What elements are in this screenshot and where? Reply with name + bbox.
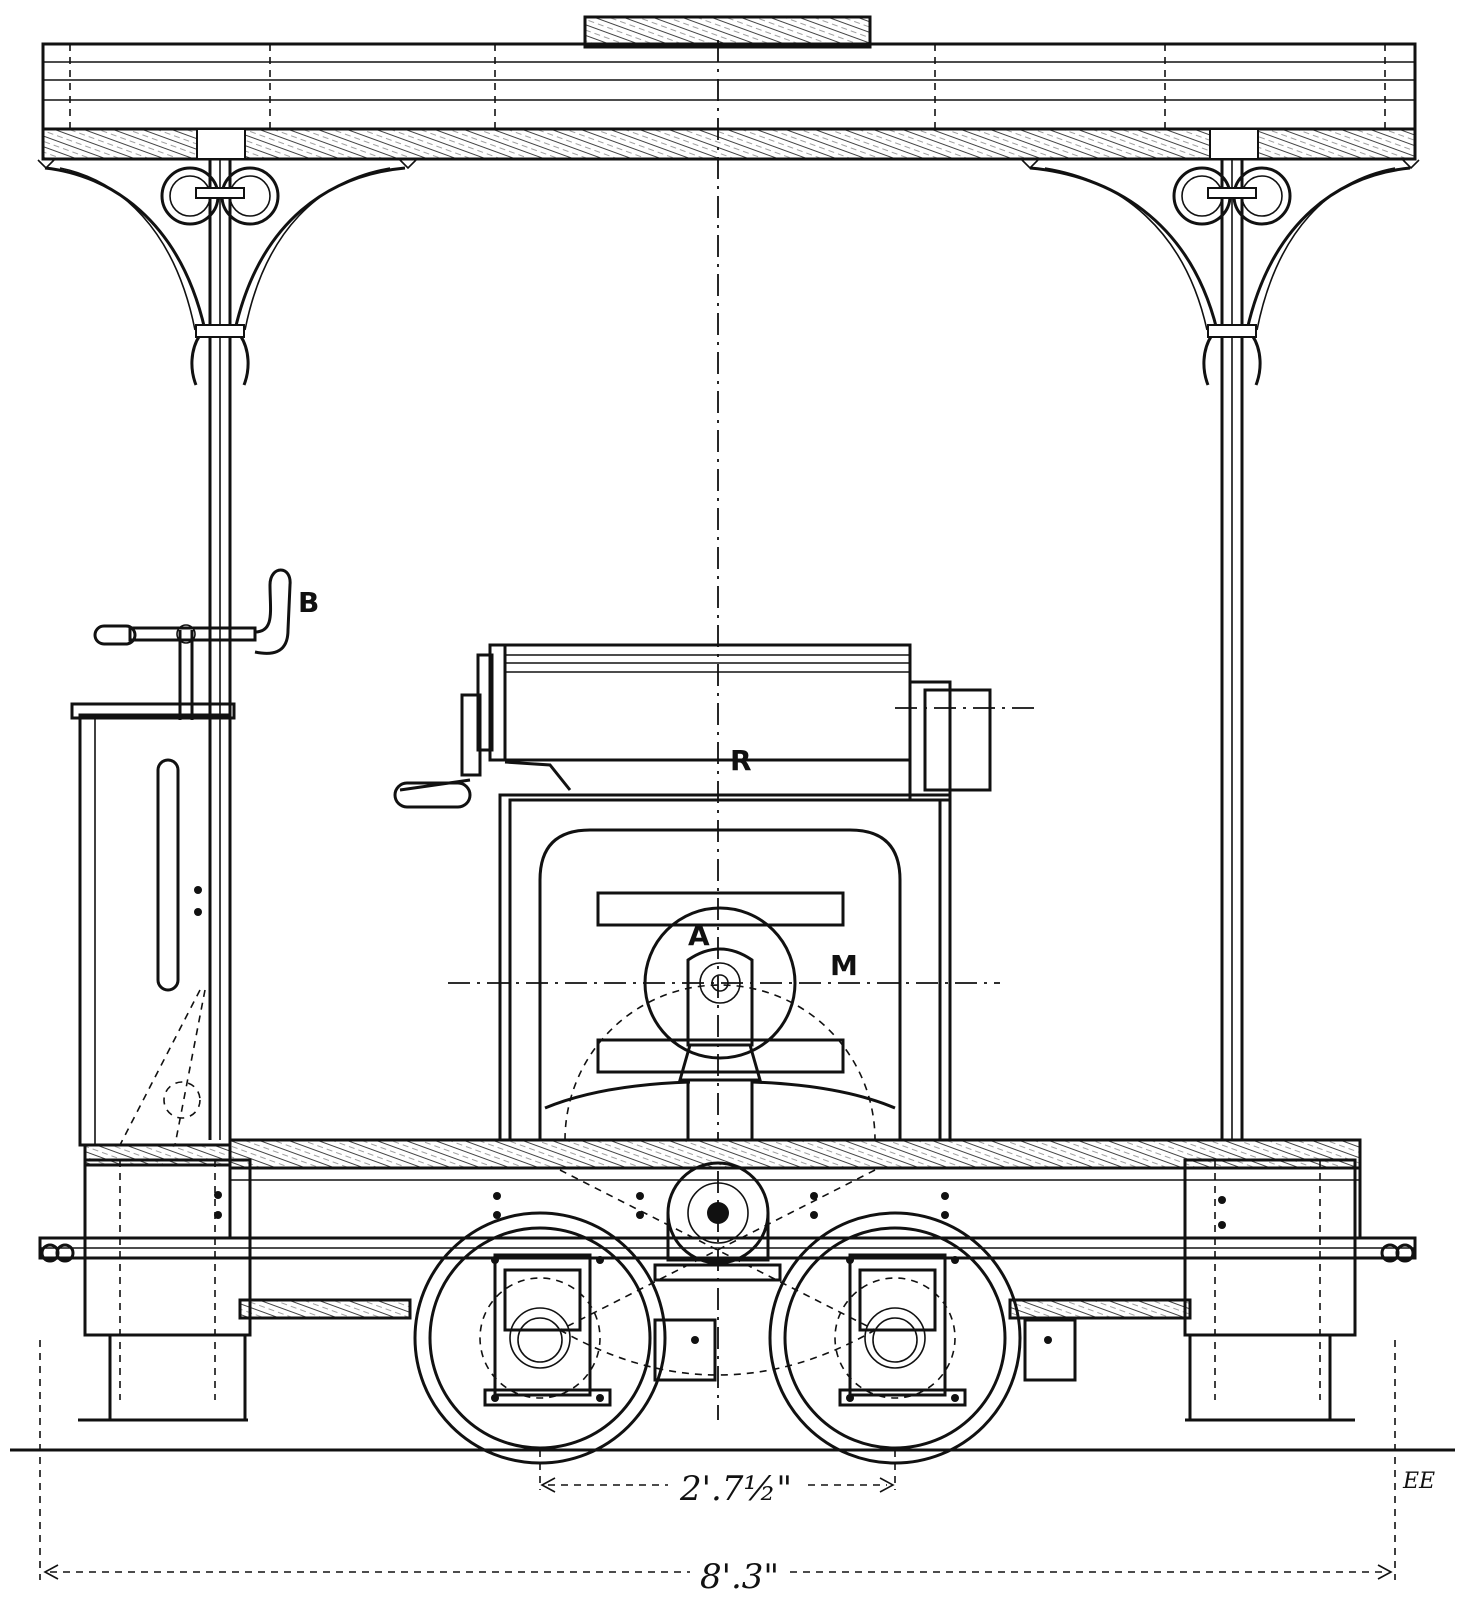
roof xyxy=(41,15,1417,161)
left-wheel xyxy=(413,1211,667,1465)
overall-length-label: 8'.3" xyxy=(700,1557,779,1597)
roof-bottom-beam xyxy=(41,127,1417,161)
roof-upper-panel xyxy=(41,42,1417,131)
label-A: A xyxy=(688,919,710,952)
wheelbase-label: 2'.7½" xyxy=(679,1469,792,1509)
right-post xyxy=(1220,159,1244,1165)
regulator-R: R xyxy=(393,643,992,809)
label-B: B xyxy=(298,586,319,619)
wheelbase-dimension: 2'.7½" xyxy=(539,1450,896,1509)
brake-handle: B xyxy=(93,568,319,720)
left-ornamental-bracket xyxy=(37,159,417,386)
label-R: R xyxy=(730,744,752,777)
right-wheel xyxy=(768,1211,1022,1465)
platform-steps xyxy=(78,1318,1355,1422)
engraver-signature: EE xyxy=(1402,1469,1435,1494)
overall-length-dimension: 8'.3" xyxy=(39,1340,1396,1597)
right-ornamental-bracket xyxy=(1021,159,1420,386)
motor-suspension-bearing xyxy=(559,1161,876,1331)
roof-top-plank xyxy=(583,15,872,49)
left-post xyxy=(208,159,232,1140)
motor-M: A M xyxy=(498,793,952,1147)
main-frame xyxy=(38,1158,1417,1400)
label-M: M xyxy=(830,949,858,982)
controller-cabinet xyxy=(70,702,236,1147)
platform-floor xyxy=(83,1138,1362,1240)
